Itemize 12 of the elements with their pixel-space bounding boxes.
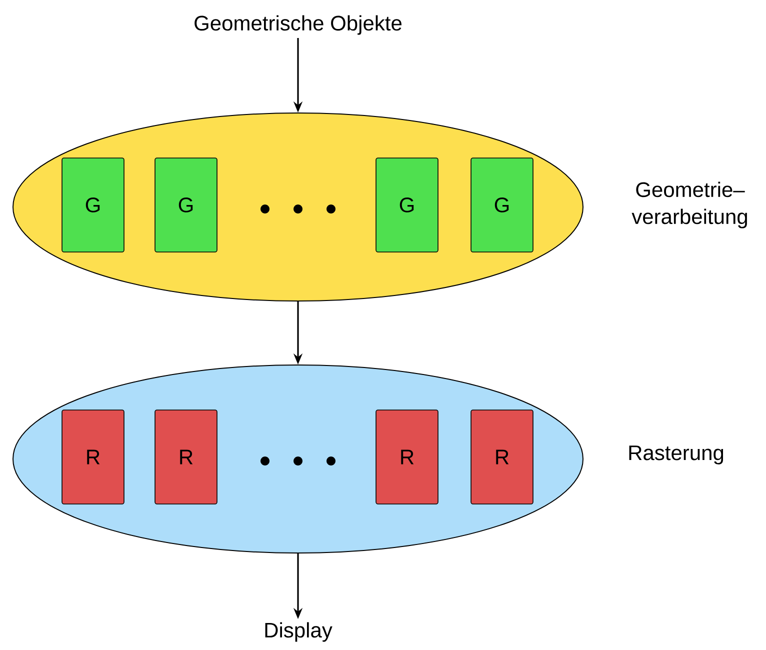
process-box: R [154, 410, 218, 504]
process-box: R [376, 410, 438, 504]
process-box: G [470, 158, 534, 252]
process-box: R [470, 410, 534, 504]
process-box: G [62, 158, 124, 252]
process-box: G [154, 158, 218, 252]
stage-label: Geometrie– verarbeitung [632, 182, 747, 228]
stage-label: Rasterung [629, 446, 724, 464]
process-box: G [376, 158, 438, 252]
label-text: Display [265, 622, 332, 642]
label-text: Geometrische Objekte [194, 15, 402, 35]
process-box: R [62, 410, 124, 504]
